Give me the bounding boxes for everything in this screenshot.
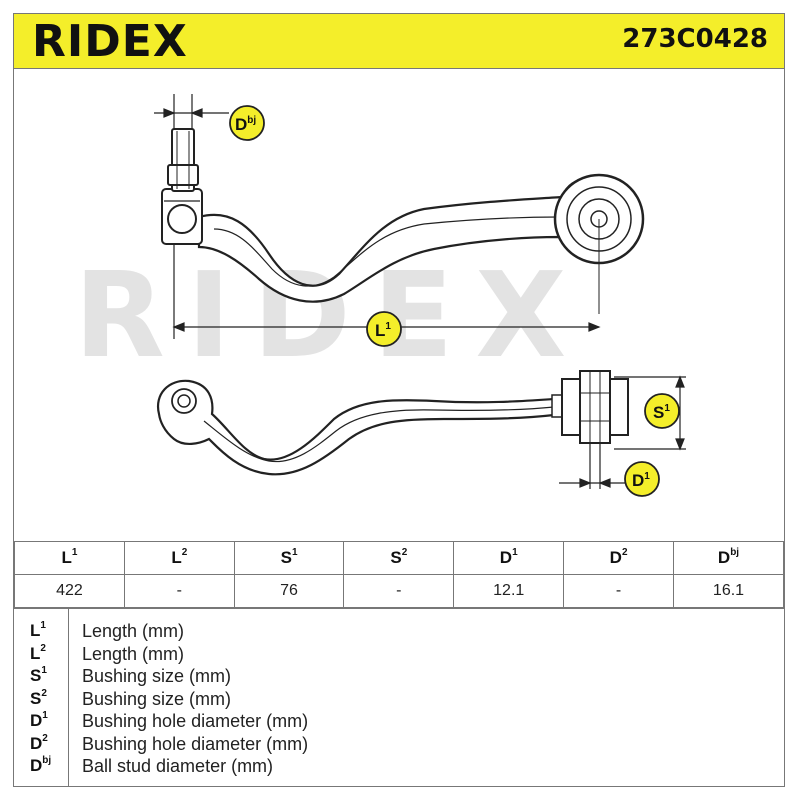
legend-symbol-letter: L — [30, 644, 41, 663]
legend-symbol: S1 — [30, 665, 66, 686]
legend: L1 Length (mm) L2 Length (mm) S1 Bushing… — [14, 608, 784, 788]
header-bar: RIDEX 273C0428 — [14, 14, 784, 69]
legend-row-l1: L1 Length (mm) — [14, 620, 784, 643]
svg-text:S1: S1 — [653, 403, 670, 422]
brand-logo: RIDEX — [32, 16, 188, 67]
legend-symbol-letter: D — [30, 756, 43, 775]
legend-symbol-sup: 2 — [40, 643, 46, 654]
watermark: RIDEX — [74, 246, 588, 384]
dimension-s1 — [614, 375, 686, 451]
svg-text:L1: L1 — [375, 321, 391, 340]
spec-header-d1: D1 — [453, 541, 565, 575]
spec-header-symbol: D — [609, 548, 622, 567]
spec-header-l2: L2 — [123, 541, 235, 575]
spec-header-symbol: L — [171, 548, 182, 567]
spec-table: L1 L2 S1 S2 D1 D2 Dbj 422 - 76 - 12.1 - … — [14, 541, 785, 608]
callout-d1-sup: 1 — [644, 471, 650, 482]
callout-l1-sup: 1 — [385, 321, 391, 332]
spec-value-d2: - — [563, 574, 674, 608]
spec-header-sup: 1 — [291, 547, 298, 558]
spec-value-s2: - — [343, 574, 455, 608]
legend-description: Bushing size (mm) — [82, 666, 232, 686]
spec-value-dbj: 16.1 — [672, 574, 785, 608]
legend-symbol: Dbj — [30, 755, 66, 776]
legend-symbol: D1 — [30, 710, 66, 731]
spec-value-d1: 12.1 — [453, 574, 565, 608]
legend-symbol-sup: 1 — [42, 710, 48, 721]
spec-header-sup: 1 — [512, 547, 518, 558]
callout-dbj: Dbj — [229, 105, 265, 141]
spec-header-symbol: L — [61, 548, 72, 567]
legend-symbol-sup: 1 — [41, 665, 47, 676]
part-number: 273C0428 — [622, 24, 768, 54]
technical-drawing: RIDEX — [74, 94, 686, 497]
legend-row-s1: S1 Bushing size (mm) — [14, 665, 784, 688]
dimension-d1 — [559, 443, 629, 489]
legend-symbol-sup: 2 — [42, 733, 48, 744]
spec-header-sup: bj — [730, 547, 740, 558]
callout-d1-symbol: D — [632, 471, 644, 490]
callout-d1: D1 — [624, 461, 660, 497]
callout-dbj-sup: bj — [247, 115, 256, 126]
spec-value-row: 422 - 76 - 12.1 - 16.1 — [14, 574, 785, 608]
callout-s1-sup: 1 — [664, 403, 670, 414]
legend-description: Bushing hole diameter (mm) — [82, 711, 309, 731]
spec-header-symbol: S — [390, 548, 402, 567]
arm-side-view — [156, 370, 629, 476]
legend-row-d1: D1 Bushing hole diameter (mm) — [14, 710, 784, 733]
legend-description: Ball stud diameter (mm) — [82, 756, 274, 776]
legend-description: Bushing hole diameter (mm) — [82, 734, 309, 754]
spec-value-l2: - — [123, 574, 235, 608]
legend-symbol-letter: D — [30, 711, 43, 730]
legend-description: Bushing size (mm) — [82, 689, 232, 709]
callout-s1: S1 — [644, 393, 680, 429]
spec-header-symbol: S — [280, 548, 292, 567]
legend-symbol-letter: S — [30, 666, 42, 685]
legend-row-d2: D2 Bushing hole diameter (mm) — [14, 733, 784, 756]
legend-description: Length (mm) — [82, 644, 185, 664]
callout-s1-symbol: S — [653, 403, 664, 422]
spec-header-dbj: Dbj — [672, 541, 785, 575]
spec-header-symbol: D — [717, 548, 731, 567]
legend-symbol-sup: 1 — [40, 620, 46, 631]
legend-symbol-letter: L — [30, 621, 41, 640]
spec-value-l1: 422 — [14, 574, 125, 608]
spec-header-sup: 2 — [401, 547, 408, 558]
svg-text:Dbj: Dbj — [235, 115, 256, 134]
legend-symbol-sup: bj — [42, 755, 52, 766]
legend-symbol: L2 — [30, 643, 66, 664]
spec-header-sup: 2 — [181, 547, 188, 558]
arm-top-view — [161, 94, 645, 314]
spec-value-s1: 76 — [233, 574, 345, 608]
legend-row-dbj: Dbj Ball stud diameter (mm) — [14, 755, 784, 778]
legend-row-s2: S2 Bushing size (mm) — [14, 688, 784, 711]
legend-symbol-sup: 2 — [41, 688, 47, 699]
spec-header-d2: D2 — [563, 541, 674, 575]
svg-text:D1: D1 — [632, 471, 650, 490]
legend-symbol: D2 — [30, 733, 66, 754]
spec-header-s1: S1 — [233, 541, 345, 575]
callout-l1: L1 — [366, 311, 402, 347]
legend-symbol-letter: S — [30, 689, 42, 708]
legend-divider — [68, 609, 69, 787]
callout-l1-symbol: L — [375, 321, 385, 340]
spec-header-l1: L1 — [14, 541, 125, 575]
spec-header-sup: 2 — [621, 547, 628, 558]
legend-row-l2: L2 Length (mm) — [14, 643, 784, 666]
callout-dbj-symbol: D — [235, 115, 247, 134]
spec-header-row: L1 L2 S1 S2 D1 D2 Dbj — [14, 541, 785, 575]
legend-description: Length (mm) — [82, 621, 185, 641]
dimension-dbj — [154, 108, 229, 118]
spec-header-sup: 1 — [71, 547, 78, 558]
spec-header-symbol: D — [499, 548, 513, 567]
legend-symbol-letter: D — [30, 734, 43, 753]
spec-header-s2: S2 — [343, 541, 455, 575]
legend-symbol: S2 — [30, 688, 66, 709]
legend-symbol: L1 — [30, 620, 66, 641]
